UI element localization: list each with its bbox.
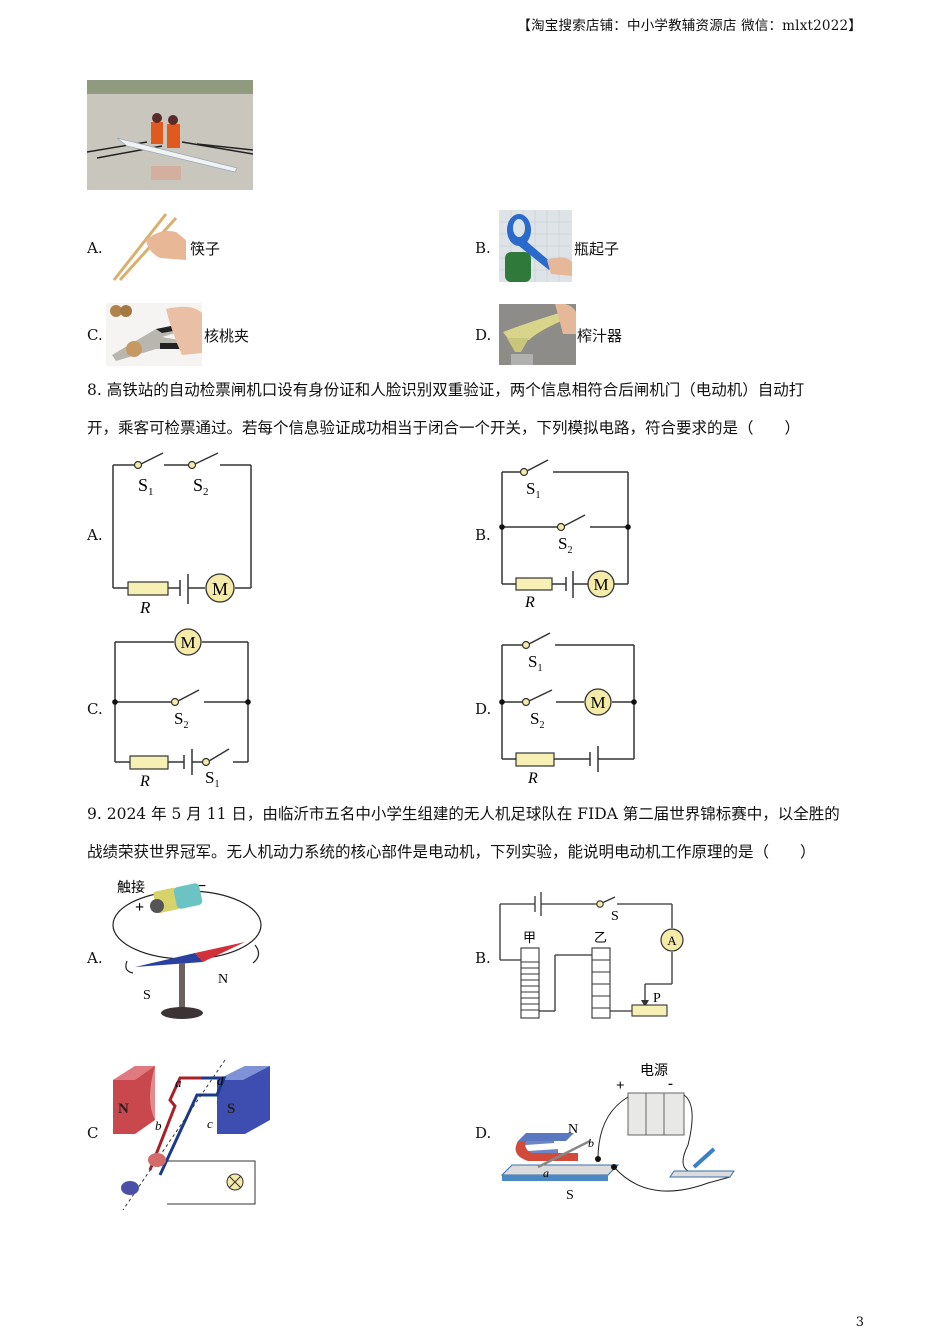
s-pole-label: S bbox=[566, 1188, 574, 1203]
n-pole-label: N bbox=[218, 972, 228, 987]
s1-label: S1 bbox=[138, 475, 154, 498]
a-label: a bbox=[175, 1075, 182, 1090]
switch-label: S bbox=[611, 909, 619, 924]
ammeter bbox=[660, 928, 684, 952]
b-label: b bbox=[155, 1118, 162, 1133]
s2-label: S2 bbox=[558, 534, 572, 556]
q7-option-b-label[interactable]: B. bbox=[475, 239, 491, 257]
r-label: R bbox=[527, 770, 538, 787]
battery-pack bbox=[627, 1092, 685, 1136]
q9-line1: 9. 2024 年 5 月 11 日，由临沂市五名中小学生组建的无人机足球队在 … bbox=[87, 805, 840, 823]
chopsticks-photo bbox=[110, 210, 188, 282]
resistor bbox=[515, 752, 555, 767]
q8-circuit-b: M S1 S2 R bbox=[499, 459, 631, 611]
resistor bbox=[515, 577, 553, 591]
r-label: R bbox=[139, 773, 150, 790]
b-label: b bbox=[588, 1136, 594, 1150]
plus-sign: + bbox=[135, 899, 144, 916]
motor-label: M bbox=[212, 579, 228, 599]
motor bbox=[584, 688, 612, 716]
a-label: a bbox=[543, 1166, 549, 1180]
q8-circuit-d: M S1 S2 R bbox=[499, 632, 637, 787]
q9-option-d-label[interactable]: D. bbox=[475, 1124, 492, 1142]
s1-label: S1 bbox=[526, 479, 540, 501]
q9-option-a-label[interactable]: A. bbox=[87, 949, 103, 967]
q7-option-d-caption: 榨汁器 bbox=[577, 327, 623, 345]
resistor bbox=[129, 755, 169, 770]
s-magnet-label: S bbox=[227, 1101, 235, 1117]
q9-figure-c-generator: N S a b c d bbox=[113, 1059, 270, 1211]
r-label: R bbox=[139, 598, 151, 617]
motor-label: M bbox=[593, 575, 608, 594]
motor-label: M bbox=[590, 693, 605, 712]
s1-label: S1 bbox=[205, 768, 219, 790]
minus-sign: − bbox=[197, 878, 206, 895]
rowing-image bbox=[87, 80, 253, 190]
p-label: P bbox=[653, 991, 661, 1006]
q8-line1: 8. 高铁站的自动检票闸机口设有身份证和人脸识别双重验证，两个信息相符合后闸机门… bbox=[87, 381, 805, 399]
needle-red bbox=[195, 942, 245, 962]
q7-option-c-caption: 核桃夹 bbox=[204, 327, 250, 345]
d-label: d bbox=[217, 1073, 224, 1088]
s1-label: S1 bbox=[528, 652, 542, 674]
q9-figure-a-oersted: 触接 + − S N bbox=[112, 878, 262, 1019]
rheostat bbox=[631, 1004, 668, 1017]
s2-label: S2 bbox=[193, 475, 209, 498]
needle-blue bbox=[135, 953, 203, 967]
page-header: 【淘宝搜索店铺：中小学教辅资源店 微信：mlxt2022】 bbox=[517, 18, 862, 34]
motor bbox=[587, 570, 615, 598]
q7-option-c-label[interactable]: C. bbox=[87, 326, 103, 344]
c-label: c bbox=[207, 1116, 213, 1131]
s2-label: S2 bbox=[530, 709, 544, 731]
q8-option-b-label[interactable]: B. bbox=[475, 526, 491, 544]
power-label: 电源 bbox=[640, 1063, 668, 1079]
q9-option-c-label[interactable]: C bbox=[87, 1124, 99, 1142]
minus-terminal: - bbox=[668, 1076, 673, 1092]
q8-circuit-c: M S2 S1 R bbox=[112, 628, 251, 790]
page-number: 3 bbox=[855, 1315, 864, 1330]
q7-option-a-caption: 筷子 bbox=[190, 240, 221, 258]
q9-option-b-label[interactable]: B. bbox=[475, 949, 491, 967]
q8-circuit-a: M S1 S2 R bbox=[112, 452, 252, 617]
motor bbox=[174, 628, 202, 656]
r-label: R bbox=[524, 594, 535, 611]
yi-label: 乙 bbox=[594, 930, 607, 945]
touch-label: 触接 bbox=[117, 879, 145, 896]
q9-figure-d-force-on-wire: 电源 + - N S a b bbox=[500, 1063, 735, 1203]
q8-option-d-label[interactable]: D. bbox=[475, 700, 492, 718]
q7-option-a-label[interactable]: A. bbox=[87, 239, 103, 257]
n-magnet-label: N bbox=[118, 1101, 129, 1117]
q9-question: 9. 2024 年 5 月 11 日，由临沂市五名中小学生组建的无人机足球队在 … bbox=[87, 795, 867, 871]
jia-label: 甲 bbox=[523, 930, 536, 945]
rowing-photo bbox=[87, 80, 253, 190]
nutcracker-photo bbox=[106, 303, 202, 366]
q8-line2: 开，乘客可检票通过。若每个信息验证成功相当于闭合一个开关，下列模拟电路，符合要求… bbox=[87, 419, 801, 437]
s2-label: S2 bbox=[174, 709, 188, 731]
q8-option-a-label[interactable]: A. bbox=[87, 526, 103, 544]
bottle-opener-photo bbox=[499, 210, 572, 282]
q7-option-b-caption: 瓶起子 bbox=[574, 240, 620, 258]
q9-line2: 战绩荣获世界冠军。无人机动力系统的核心部件是电动机，下列实验，能说明电动机工作原… bbox=[87, 843, 816, 861]
ammeter-label: A bbox=[667, 933, 677, 948]
juicer-photo bbox=[499, 304, 576, 365]
q8-option-c-label[interactable]: C. bbox=[87, 700, 103, 718]
q9-figure-b-electromagnet: A S 甲 乙 P bbox=[499, 892, 684, 1019]
motor bbox=[205, 573, 235, 603]
q8-question: 8. 高铁站的自动检票闸机口设有身份证和人脸识别双重验证，两个信息相符合后闸机门… bbox=[87, 371, 867, 447]
q7-option-d-label[interactable]: D. bbox=[475, 326, 492, 344]
s-pole-label: S bbox=[143, 988, 151, 1003]
n-pole-label: N bbox=[568, 1122, 578, 1137]
plus-terminal: + bbox=[616, 1078, 625, 1094]
resistor bbox=[127, 581, 169, 596]
motor-label: M bbox=[180, 633, 195, 652]
